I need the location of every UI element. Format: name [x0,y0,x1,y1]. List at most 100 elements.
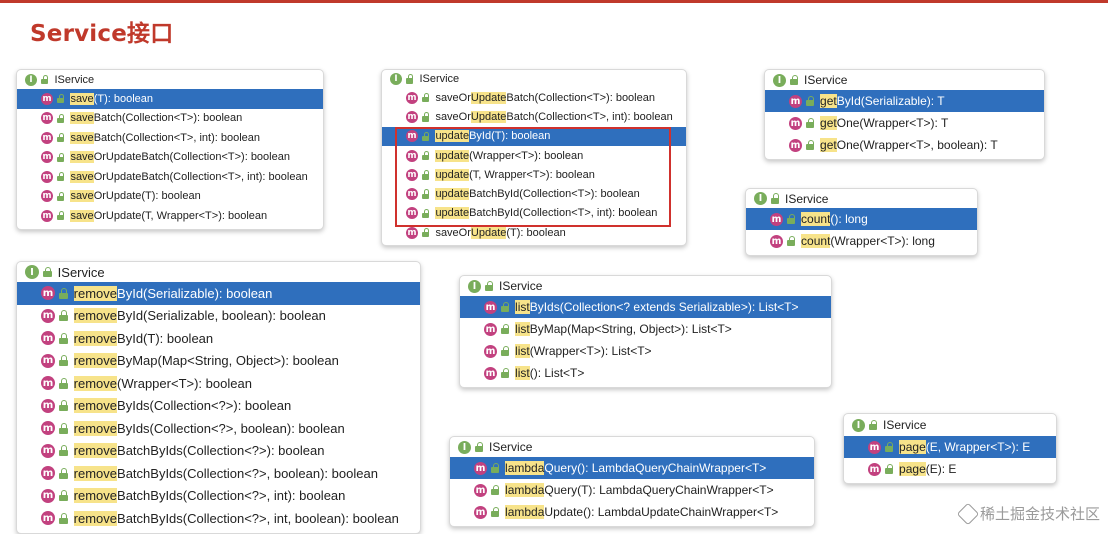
lock-icon [59,310,68,322]
match-highlight: get [820,94,837,108]
match-highlight: list [515,322,530,336]
match-highlight: save [70,131,94,144]
method-rest: One(Wrapper<T>, boolean): T [836,138,998,152]
method-icon: m [41,190,53,203]
method-signature: getOne(Wrapper<T>): T [820,116,948,130]
method-signature: list(Wrapper<T>): List<T> [515,344,652,358]
lock-icon [501,301,510,313]
lock-icon [787,235,796,247]
lock-icon [59,490,68,502]
method-icon: m [406,207,418,220]
method-rest: Batch(Collection<T>, int): boolean [93,131,261,144]
lock-icon [790,74,799,86]
lock-icon [422,189,430,199]
method-rest: ByIds(Collection<?>, boolean): boolean [117,420,345,436]
lock-icon [806,139,815,151]
lock-icon [422,112,430,122]
method-rest: ByMap(Map<String, Object>): boolean [117,353,339,369]
lock-icon [59,445,68,457]
method-icon: m [406,110,418,123]
method-signature: count(Wrapper<T>): long [801,234,935,248]
method-signature: saveOrUpdate(T): boolean [435,226,566,239]
match-highlight: save [70,209,94,222]
popup-padding [382,242,686,245]
popup-padding [844,480,1056,483]
method-signature: listByMap(Map<String, Object>): List<T> [515,322,732,336]
method-icon: m [868,440,881,454]
lock-icon [57,191,65,201]
match-highlight: save [70,151,94,164]
lock-icon [422,208,430,219]
method-rest: BatchById(Collection<T>): boolean [469,188,640,201]
method-rest: OrUpdate(T): boolean [93,190,201,203]
match-highlight: remove [73,488,118,504]
lock-icon [59,332,68,344]
lock-icon [59,377,68,389]
interface-name: IService [57,264,105,280]
match-highlight: count [801,212,831,226]
interface-icon: I [25,265,39,279]
method-signature: save(T): boolean [70,92,153,105]
method-rest: (T, Wrapper<T>): boolean [469,168,595,181]
match-highlight: remove [73,420,118,436]
method-icon: m [770,212,783,226]
method-icon: m [41,286,55,301]
lock-icon [422,170,430,180]
lock-icon [491,506,500,518]
method-signature: removeById(T): boolean [73,330,213,346]
lock-icon [422,92,430,103]
method-signature: update(Wrapper<T>): boolean [435,149,583,162]
interface-name: IService [804,73,848,87]
method-signature: saveBatch(Collection<T>): boolean [70,112,242,125]
match-highlight: remove [73,353,118,369]
method-signature: updateBatchById(Collection<T>): boolean [435,188,640,201]
match-highlight: remove [73,330,118,346]
method-rest: (Wrapper<T>): List<T> [529,344,652,358]
method-rest: BatchByIds(Collection<?>, int, boolean):… [117,510,399,526]
juejin-logo-icon [956,502,980,525]
lock-icon [59,467,68,479]
method-signature: getById(Serializable): T [820,94,945,108]
match-highlight: update [435,188,470,201]
